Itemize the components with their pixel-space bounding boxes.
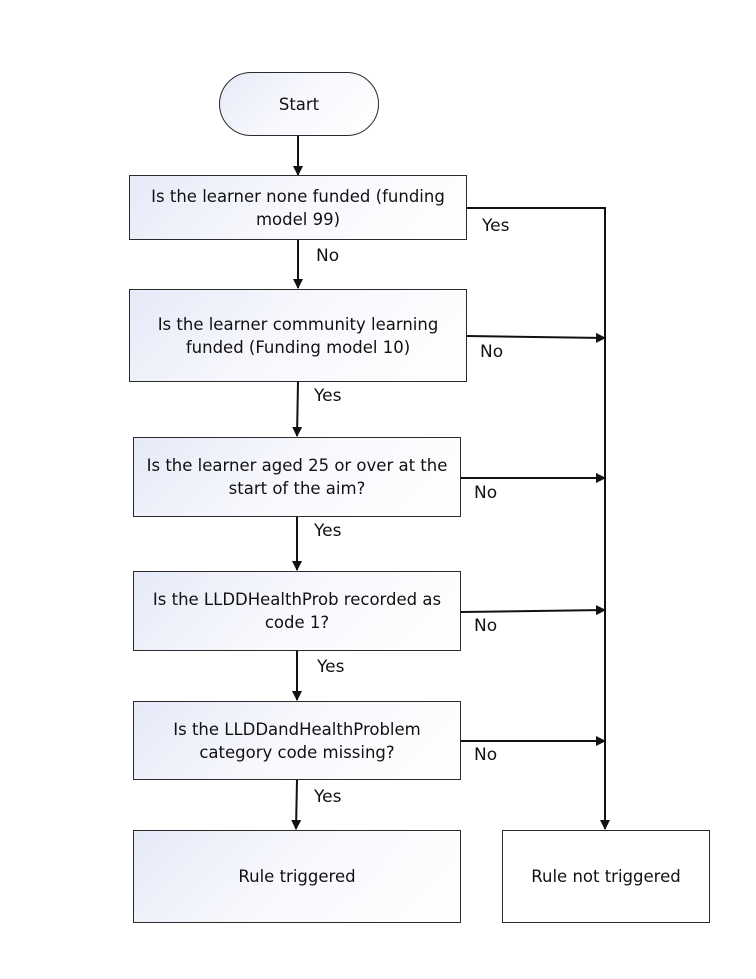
decision-none-funded: Is the learner none funded (funding mode… [129,175,467,240]
label-q2-yes: Yes [314,386,342,406]
label-q3-yes: Yes [314,521,342,541]
decision-none-funded-text: Is the learner none funded (funding mode… [151,186,445,229]
edge-q4-no [460,605,606,616]
label-q4-yes: Yes [317,657,345,677]
edge-q5-triggered [291,779,302,830]
decision-aged-25-text: Is the learner aged 25 or over at the st… [146,456,448,498]
edge-q2-q3 [292,381,303,437]
label-q5-yes: Yes [314,787,342,807]
label-q2-no: No [480,342,504,362]
decision-category-missing-text: Is the LLDDandHealthProblem category cod… [173,719,421,762]
edge-q2-no [466,332,606,343]
decision-aged-25: Is the learner aged 25 or over at the st… [133,437,461,517]
decision-community-learning: Is the learner community learning funded… [129,289,467,382]
decision-category-missing: Is the LLDDandHealthProblem category cod… [133,701,461,780]
start-node-text: Start [278,94,320,114]
start-node: Start [219,72,379,136]
outcome-rule-not-triggered-text: Rule not triggered [531,867,681,886]
label-q4-no: No [474,616,498,636]
edge-q1-not-triggered [467,207,610,830]
label-q1-no: No [316,246,340,266]
label-q1-yes: Yes [482,216,510,236]
label-q5-no: No [474,745,498,765]
outcome-rule-triggered: Rule triggered [133,830,461,923]
decision-llddhealthprob: Is the LLDDHealthProb recorded as code 1… [133,571,461,651]
outcome-rule-triggered-text: Rule triggered [238,867,356,886]
outcome-rule-not-triggered: Rule not triggered [502,830,710,923]
decision-llddhealthprob-text: Is the LLDDHealthProb recorded as code 1… [152,590,442,632]
label-q3-no: No [474,483,498,503]
decision-community-learning-text: Is the learner community learning funded… [157,314,439,357]
